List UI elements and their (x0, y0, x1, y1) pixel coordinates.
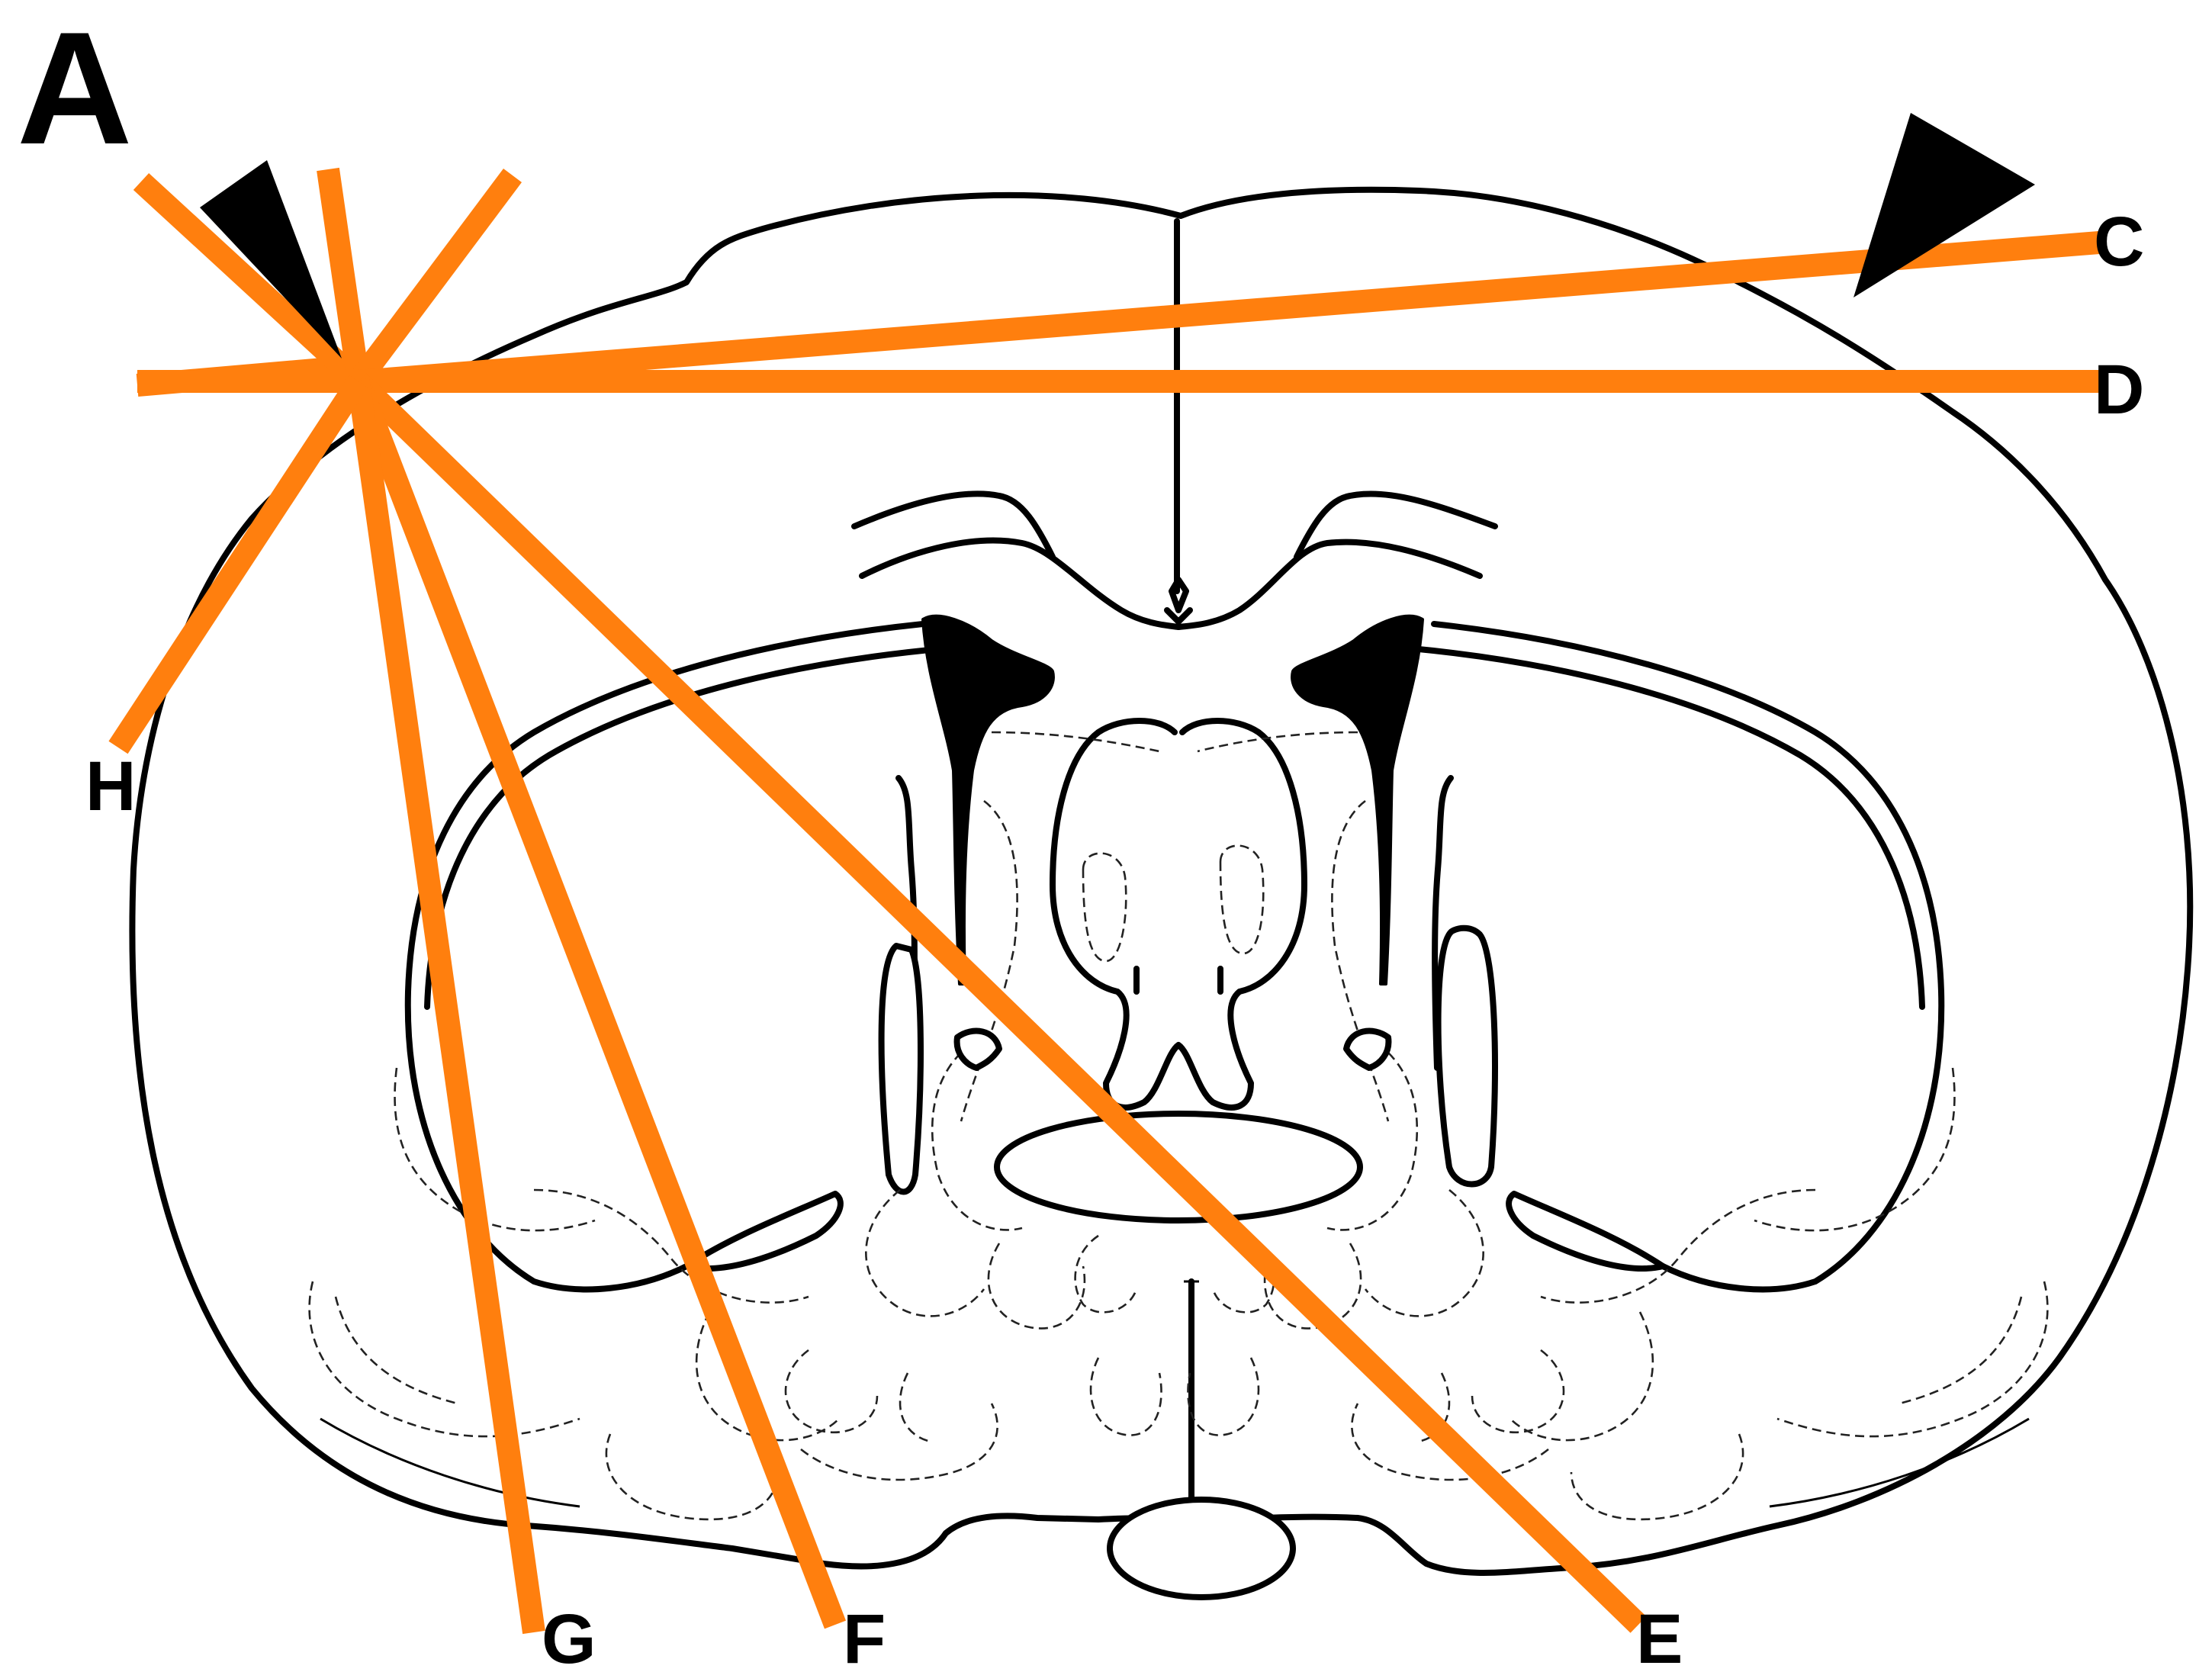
cut-line-c (358, 243, 2099, 381)
piriform-line-left (320, 1419, 580, 1506)
cut-line-h (118, 381, 358, 748)
cut-label-f: F (843, 1600, 886, 1672)
cut-line-g (358, 381, 534, 1632)
cut-line-upper-right (358, 175, 513, 381)
internal-capsule-left-oval (882, 946, 921, 1192)
corpus-callosum-left (862, 541, 1178, 627)
temporal-structure-left (686, 1194, 841, 1268)
lateral-ventricle-left (923, 616, 1053, 984)
optic-chiasm (1110, 1500, 1293, 1597)
corpus-callosum-right (1178, 542, 1480, 627)
external-capsule-right (1434, 624, 1941, 1289)
temporal-structure-right (1509, 1194, 1663, 1268)
septum-left-arm (1137, 969, 1220, 992)
small-structure-left (957, 1031, 999, 1068)
cut-label-d: D (2094, 351, 2144, 429)
cut-label-c: C (2094, 203, 2144, 281)
cut-label-e: E (1636, 1600, 1683, 1672)
lateral-ventricle-right (1292, 616, 1423, 984)
septum-outline (1053, 721, 1304, 1108)
cut-label-g: G (542, 1600, 596, 1672)
small-structure-right (1346, 1031, 1388, 1068)
outer-cortex-outline (132, 190, 2190, 1573)
cut-label-h: H (85, 748, 136, 825)
cut-lines-group (118, 169, 2099, 1632)
arrowhead-icon (1854, 113, 2035, 297)
internal-capsule-right-oval (1439, 928, 1495, 1185)
panel-label: A (17, 0, 133, 178)
